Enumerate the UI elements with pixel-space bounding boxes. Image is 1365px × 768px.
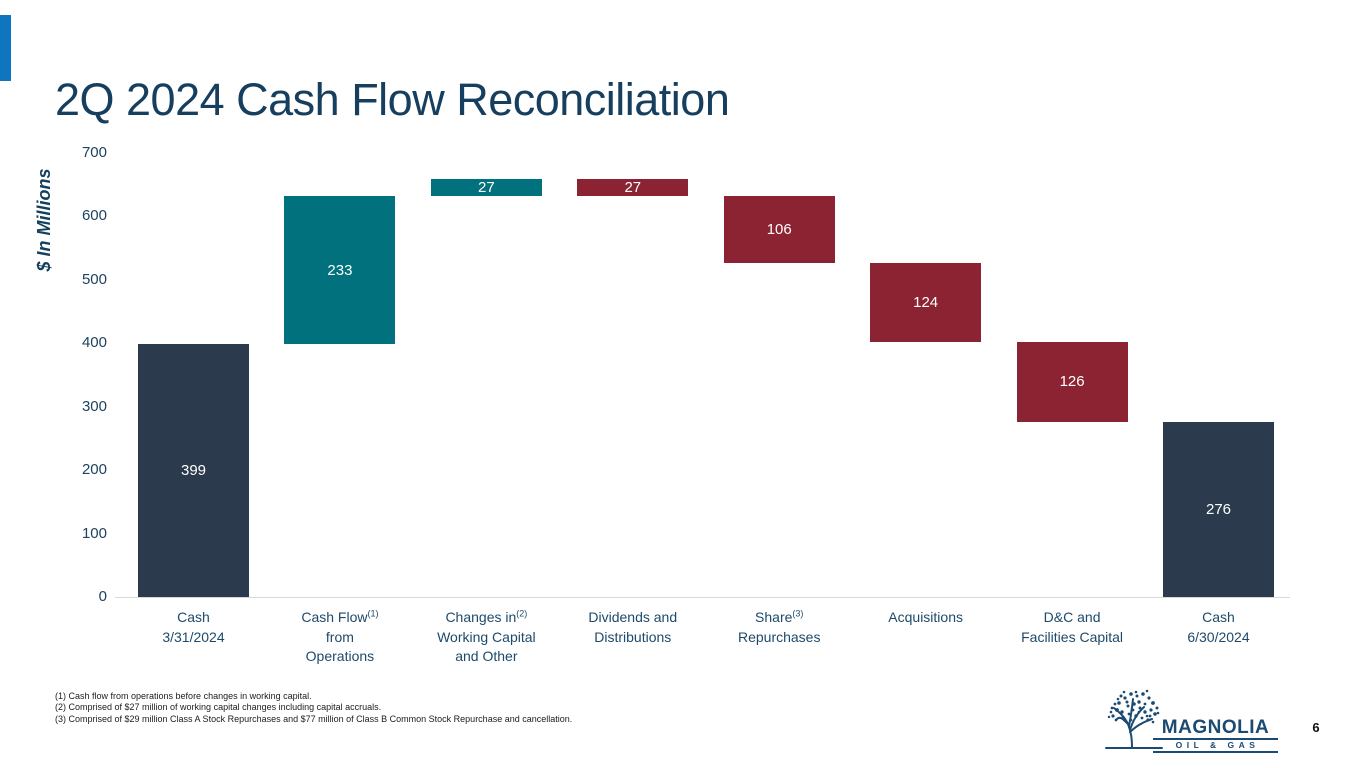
waterfall-bar: 27 xyxy=(430,179,542,197)
bar-value-label: 126 xyxy=(1059,373,1085,391)
bar-value-label: 124 xyxy=(913,294,939,312)
magnolia-logo: MAGNOLIA OIL & GAS xyxy=(1103,686,1288,753)
y-tick-label: 400 xyxy=(81,334,107,352)
footnote-marker: (2) xyxy=(516,608,528,619)
footnote-2: (2) Comprised of $27 million of working … xyxy=(55,702,382,713)
bar-value-label: 399 xyxy=(180,461,207,479)
x-axis-label: Share(3)Repurchases xyxy=(737,608,821,645)
waterfall-bar: 27 xyxy=(577,179,689,197)
bar-value-label: 27 xyxy=(478,179,495,197)
page-number: 6 xyxy=(1312,720,1320,735)
y-tick-label: 0 xyxy=(98,588,107,605)
bar-value-label: 106 xyxy=(766,221,792,239)
y-tick-label: 200 xyxy=(81,461,107,479)
footnote-1: (1) Cash flow from operations before cha… xyxy=(55,691,312,701)
title-accent-bar xyxy=(0,15,11,81)
waterfall-bar: 233 xyxy=(284,196,396,344)
magnolia-tree-icon xyxy=(1105,689,1163,749)
logo-name: MAGNOLIA xyxy=(1161,717,1270,738)
footnote-marker: (3) xyxy=(792,608,804,619)
footnote-marker: (1) xyxy=(367,608,379,619)
y-tick-label: 600 xyxy=(81,207,107,225)
x-axis-line xyxy=(115,597,1290,598)
waterfall-bar: 106 xyxy=(723,196,835,264)
logo-subtext: OIL & GAS xyxy=(1153,738,1278,753)
waterfall-bar: 124 xyxy=(870,263,982,342)
y-tick-label: 500 xyxy=(81,270,107,288)
bar-value-label: 233 xyxy=(327,261,353,279)
footnote-3: (3) Comprised of $29 million Class A Sto… xyxy=(55,713,573,724)
bar-value-label: 276 xyxy=(1205,500,1232,518)
y-tick-label: 300 xyxy=(81,397,107,415)
y-tick-label: 100 xyxy=(81,524,107,542)
x-axis-label: Acquisitions xyxy=(888,609,963,625)
waterfall-bar: 399 xyxy=(138,343,249,597)
footnotes: (1) Cash flow from operations before cha… xyxy=(55,691,572,725)
bar-value-label: 27 xyxy=(624,179,642,197)
y-tick-label: 700 xyxy=(81,144,107,161)
page-title: 2Q 2024 Cash Flow Reconciliation xyxy=(55,74,730,126)
magnolia-logo-text: MAGNOLIA OIL & GAS xyxy=(1153,717,1278,753)
waterfall-bar: 276 xyxy=(1163,421,1274,597)
waterfall-bar: 126 xyxy=(1016,342,1128,422)
